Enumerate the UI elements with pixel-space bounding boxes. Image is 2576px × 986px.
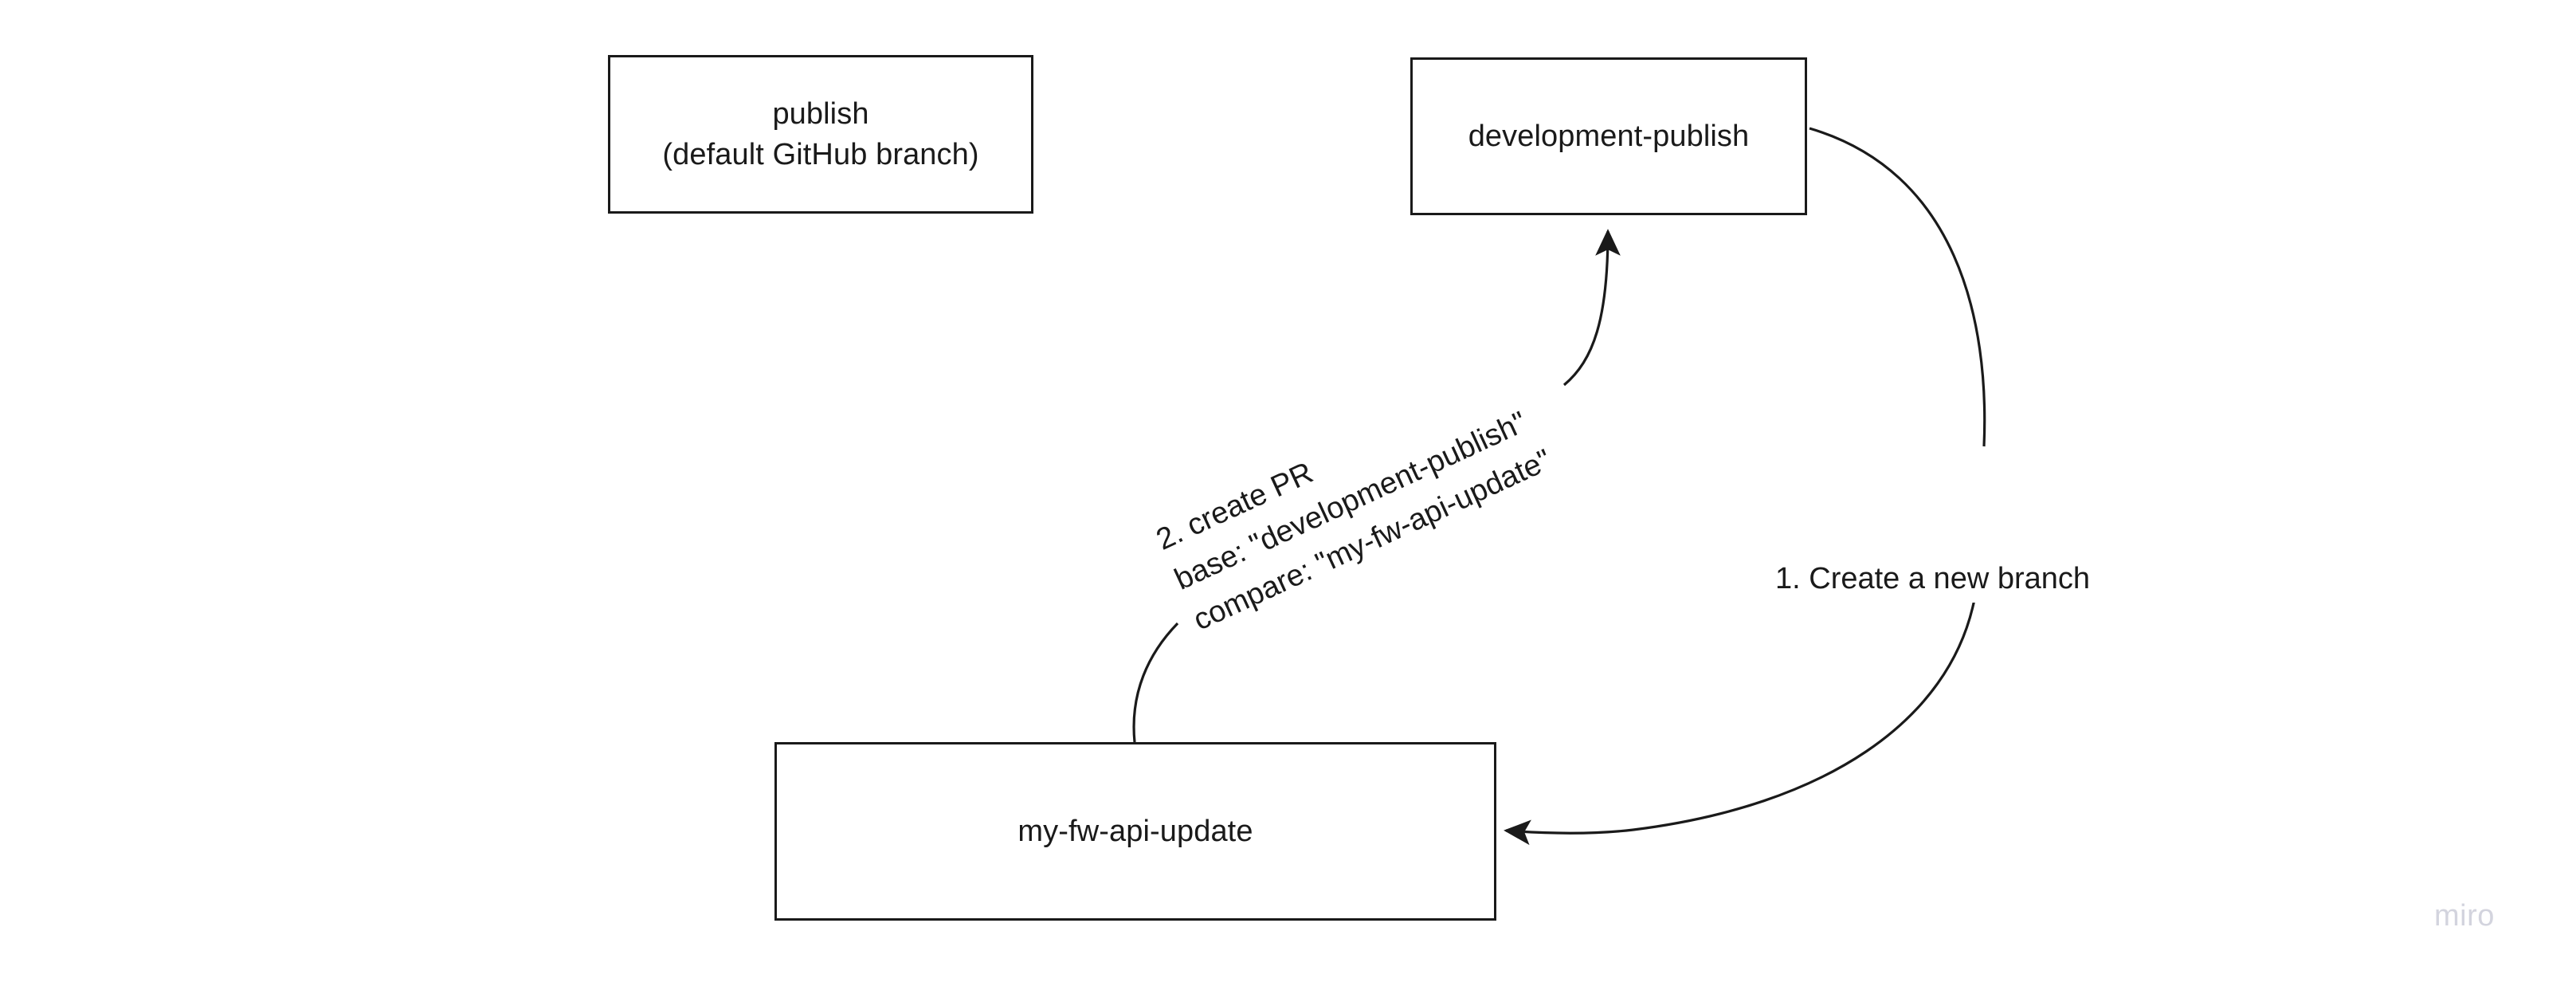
node-publish-label: publish (default GitHub branch) <box>662 97 979 171</box>
edge-create-branch-path-lower <box>1504 599 1976 846</box>
edge-label-create-pr: 2. create PR base: "development-publish"… <box>1146 356 1563 646</box>
edge-create-pr-path <box>1132 622 1179 743</box>
node-my-fw-api-update-label: my-fw-api-update <box>1017 814 1253 848</box>
edge-label-create-branch: 1. Create a new branch <box>1770 556 2096 603</box>
node-development-publish-label: development-publish <box>1468 119 1750 153</box>
edge-create-pr-path-upper <box>1562 229 1621 387</box>
miro-watermark: miro <box>2434 899 2495 933</box>
node-development-publish[interactable]: development-publish <box>1410 57 1807 215</box>
node-my-fw-api-update[interactable]: my-fw-api-update <box>774 742 1496 921</box>
node-publish[interactable]: publish (default GitHub branch) <box>608 55 1033 214</box>
edge-create-branch-path <box>1809 127 1986 447</box>
